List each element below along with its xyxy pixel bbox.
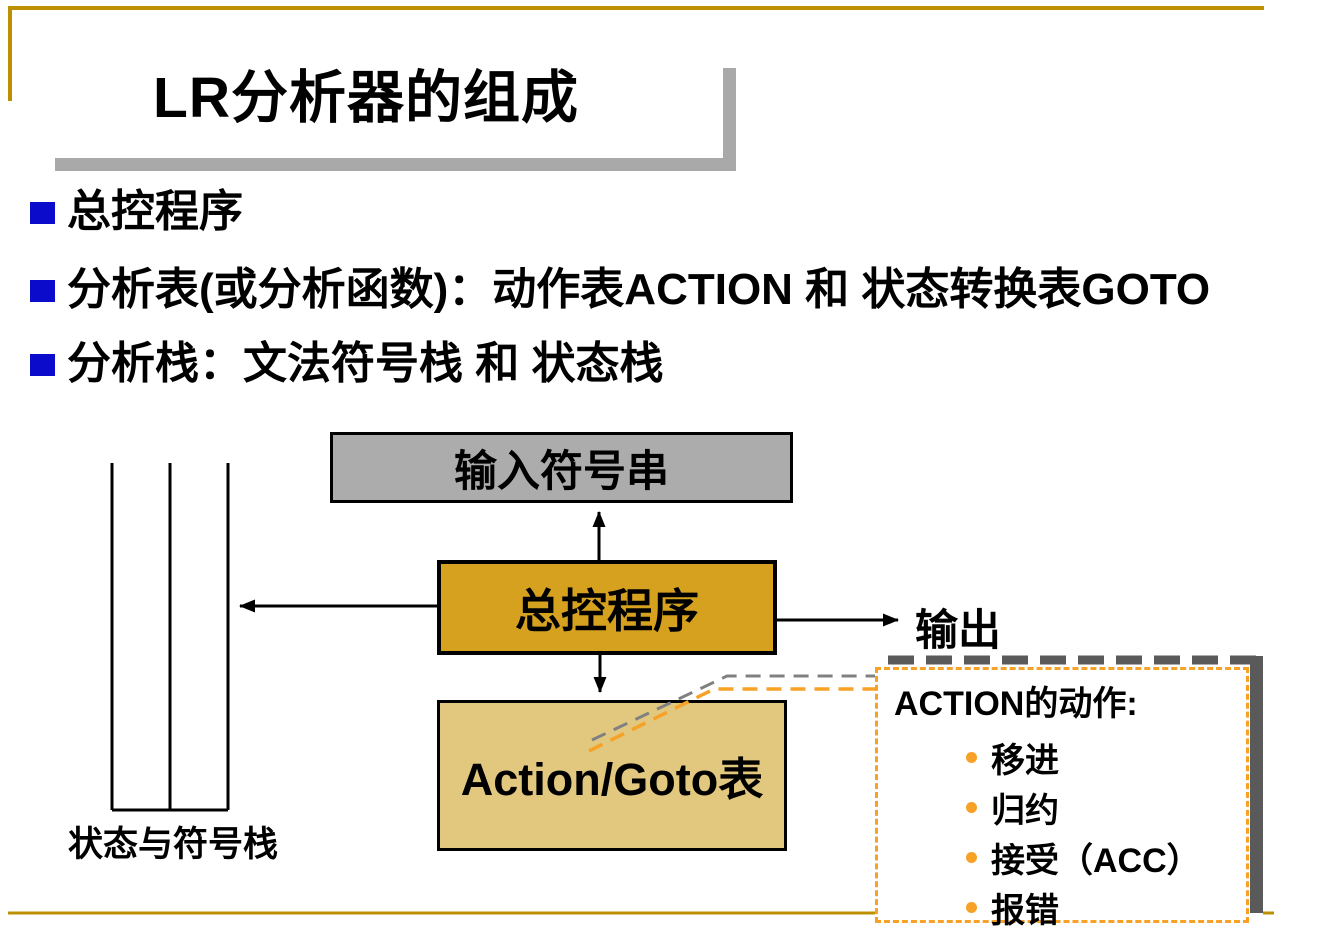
bullet-item: 总控程序 bbox=[30, 188, 243, 236]
callout-item: 归约 bbox=[878, 782, 1246, 832]
slide-title: LR分析器的组成 bbox=[153, 66, 579, 130]
callout-box: ACTION的动作: 移进 归约 接受（ACC） 报错 bbox=[875, 667, 1249, 930]
callout-item-text: 归约 bbox=[991, 791, 1059, 830]
callout-shadow-right bbox=[1250, 656, 1263, 913]
callout-item: 接受（ACC） bbox=[878, 832, 1246, 882]
bullet-item: 分析栈：文法符号栈 和 状态栈 bbox=[30, 340, 663, 388]
top-border-line bbox=[8, 6, 1264, 10]
callout-heading: ACTION的动作: bbox=[894, 685, 1138, 723]
bullet-square-icon bbox=[30, 354, 55, 376]
bullet-text: 总控程序 bbox=[67, 187, 243, 236]
callout-list: 移进 归约 接受（ACC） 报错 bbox=[878, 732, 1246, 932]
callout-item-text: 移进 bbox=[991, 741, 1059, 780]
title-shadow-right bbox=[723, 68, 736, 171]
controller-box: 总控程序 bbox=[437, 560, 777, 655]
title-shadow-bottom bbox=[55, 158, 736, 171]
bullet-square-icon bbox=[30, 280, 55, 302]
action-goto-table-box: Action/Goto表 bbox=[437, 700, 787, 851]
left-border-line bbox=[8, 6, 12, 101]
bullet-text: 分析栈：文法符号栈 和 状态栈 bbox=[67, 339, 664, 388]
callout-item: 移进 bbox=[878, 732, 1246, 782]
bullet-dot-icon bbox=[966, 851, 977, 863]
bullet-dot-icon bbox=[966, 901, 977, 913]
callout-item: 报错 bbox=[878, 882, 1246, 932]
bullet-item: 分析表(或分析函数)：动作表ACTION 和 状态转换表GOTO bbox=[30, 266, 1210, 314]
bullet-dot-icon bbox=[966, 801, 977, 813]
stack-label: 状态与符号栈 bbox=[68, 825, 279, 864]
bullet-dot-icon bbox=[966, 751, 977, 763]
stack-diagram bbox=[110, 463, 230, 812]
bullet-square-icon bbox=[30, 202, 55, 224]
output-label: 输出 bbox=[915, 607, 1001, 655]
input-string-box: 输入符号串 bbox=[330, 432, 793, 503]
bullet-text: 分析表(或分析函数)：动作表ACTION 和 状态转换表GOTO bbox=[67, 265, 1211, 314]
callout-item-text: 接受（ACC） bbox=[991, 841, 1201, 880]
callout-item-text: 报错 bbox=[991, 891, 1059, 930]
